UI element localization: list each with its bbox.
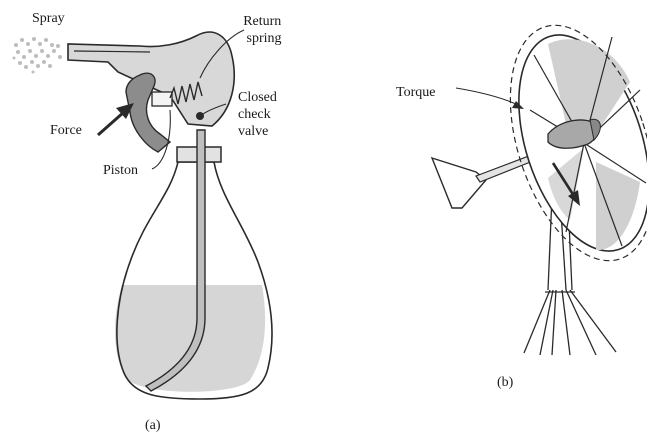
liquid-fill <box>115 285 265 392</box>
windmill-diagram: Torque (b) <box>396 7 647 390</box>
caption-a: (a) <box>145 418 161 433</box>
piston <box>152 92 172 106</box>
spray-bottle-diagram: Spray Return spring Closed check valve F… <box>13 11 285 433</box>
label-valve-line-3: valve <box>238 124 268 139</box>
check-valve <box>196 112 204 120</box>
label-valve-line-2: check <box>238 107 271 122</box>
spray-mist <box>13 37 63 74</box>
label-spray: Spray <box>32 11 65 26</box>
label-torque: Torque <box>396 85 435 100</box>
caption-b: (b) <box>497 375 514 390</box>
label-return-spring-line-2: spring <box>247 31 282 46</box>
tail-vane <box>432 158 486 208</box>
force-arrow <box>98 103 134 135</box>
label-force: Force <box>50 123 82 138</box>
label-return-spring-line-1: Return <box>243 14 281 29</box>
label-valve-line-1: Closed <box>238 90 277 105</box>
label-piston: Piston <box>103 163 138 178</box>
label-closed-check-valve: Closed check valve <box>238 90 280 139</box>
label-return-spring: Return spring <box>243 14 285 46</box>
